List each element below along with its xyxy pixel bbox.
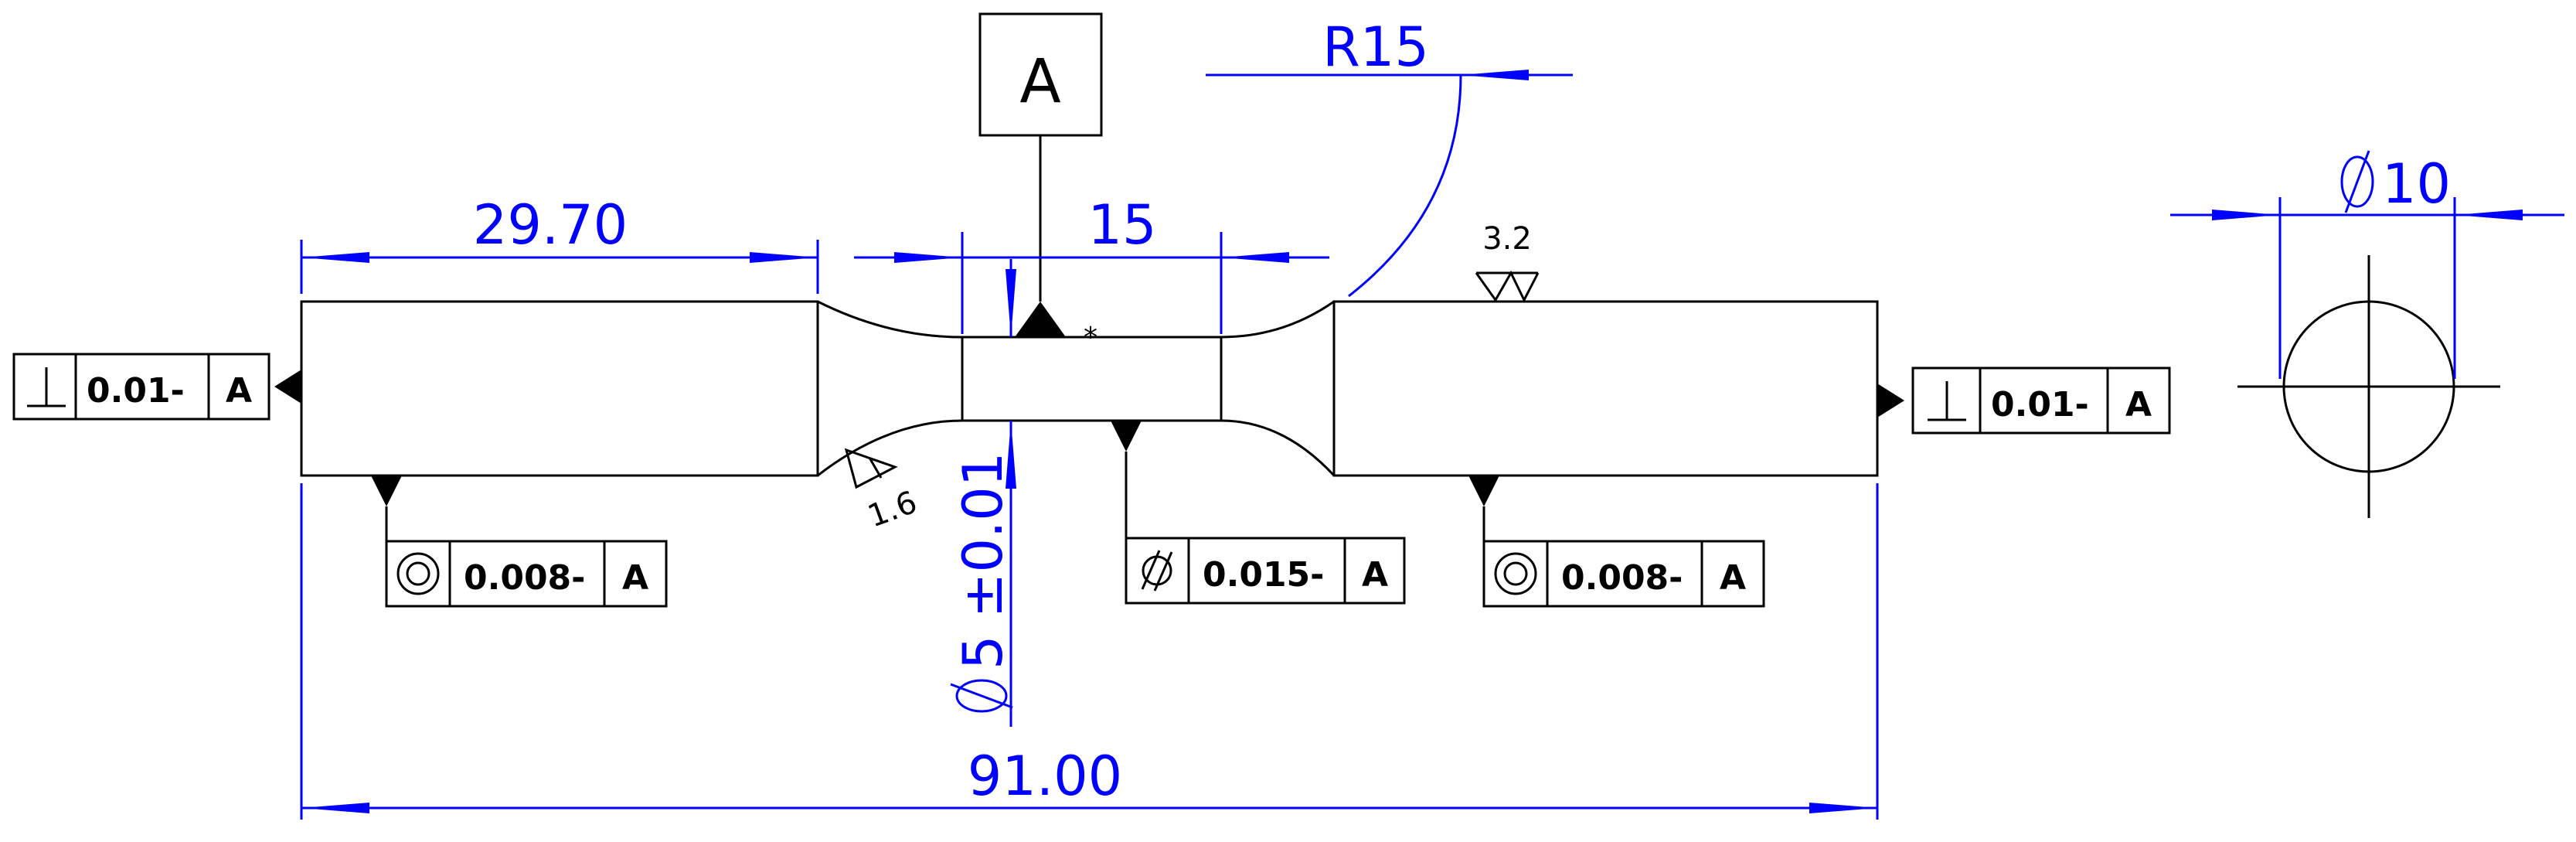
fcf-neck: 0.015- A: [1111, 421, 1406, 605]
dim-overall-length: 91.00: [968, 745, 1122, 808]
dimensions: [300, 69, 2564, 820]
svg-text:A: A: [1362, 555, 1388, 595]
fillet-top-right: [1220, 300, 1335, 339]
concentricity-icon: [396, 552, 440, 595]
svg-text:0.01-: 0.01-: [1991, 385, 2089, 424]
svg-text:0.008-: 0.008-: [464, 558, 585, 598]
diameter-icon: [950, 679, 1013, 713]
svg-text:0.01-: 0.01-: [87, 371, 185, 411]
cylindricity-icon: [1141, 550, 1173, 591]
svg-text:5 ±0.01: 5 ±0.01: [951, 452, 1015, 670]
fcf-right-body: 0.008- A: [1468, 476, 1765, 608]
surface-finish-top: 3.2: [1475, 221, 1540, 303]
surface-finish-icon: [1475, 270, 1540, 303]
svg-text:A: A: [2125, 385, 2152, 424]
right-body: [1332, 300, 1879, 477]
diameter-icon: [2340, 150, 2374, 213]
concentricity-icon: [1494, 552, 1537, 595]
fcf-left-end: 0.01- A: [12, 353, 301, 421]
dim-neck-diameter: 5 ±0.01: [950, 452, 1015, 713]
svg-text:0.015-: 0.015-: [1203, 555, 1324, 595]
svg-text:A: A: [622, 558, 648, 598]
dim-fillet-radius: R15: [1322, 15, 1429, 79]
surface-finish-icon: [844, 448, 898, 489]
end-view: [2237, 255, 2500, 518]
fcf-left-body: 0.008- A: [371, 476, 668, 608]
fillet-bottom-right: [1220, 419, 1336, 477]
svg-text:3.2: 3.2: [1482, 221, 1532, 257]
center-mark: *: [1084, 322, 1097, 353]
svg-text:10: 10: [2382, 152, 2451, 216]
svg-text:1.6: 1.6: [863, 485, 922, 535]
datum-triangle: [1015, 302, 1066, 337]
dim-center-length: 15: [1087, 193, 1156, 257]
dim-end-diameter: 10: [2340, 150, 2451, 216]
fillet-top-left: [817, 300, 963, 339]
perpendicularity-icon: [27, 367, 66, 407]
surface-finish-bottom: 1.6: [844, 448, 922, 535]
datum-a: A: [978, 12, 1103, 337]
datum-label: A: [1019, 47, 1060, 117]
neck: [961, 336, 1223, 422]
svg-text:0.008-: 0.008-: [1561, 558, 1683, 598]
dim-left-length: 29.70: [473, 193, 628, 257]
svg-text:A: A: [1720, 558, 1746, 598]
fcf-right-end: 0.01- A: [1877, 366, 2171, 435]
perpendicularity-icon: [1928, 381, 1966, 421]
fillet-bottom-left: [817, 419, 963, 477]
svg-text:A: A: [226, 371, 252, 411]
left-body: [300, 300, 819, 477]
